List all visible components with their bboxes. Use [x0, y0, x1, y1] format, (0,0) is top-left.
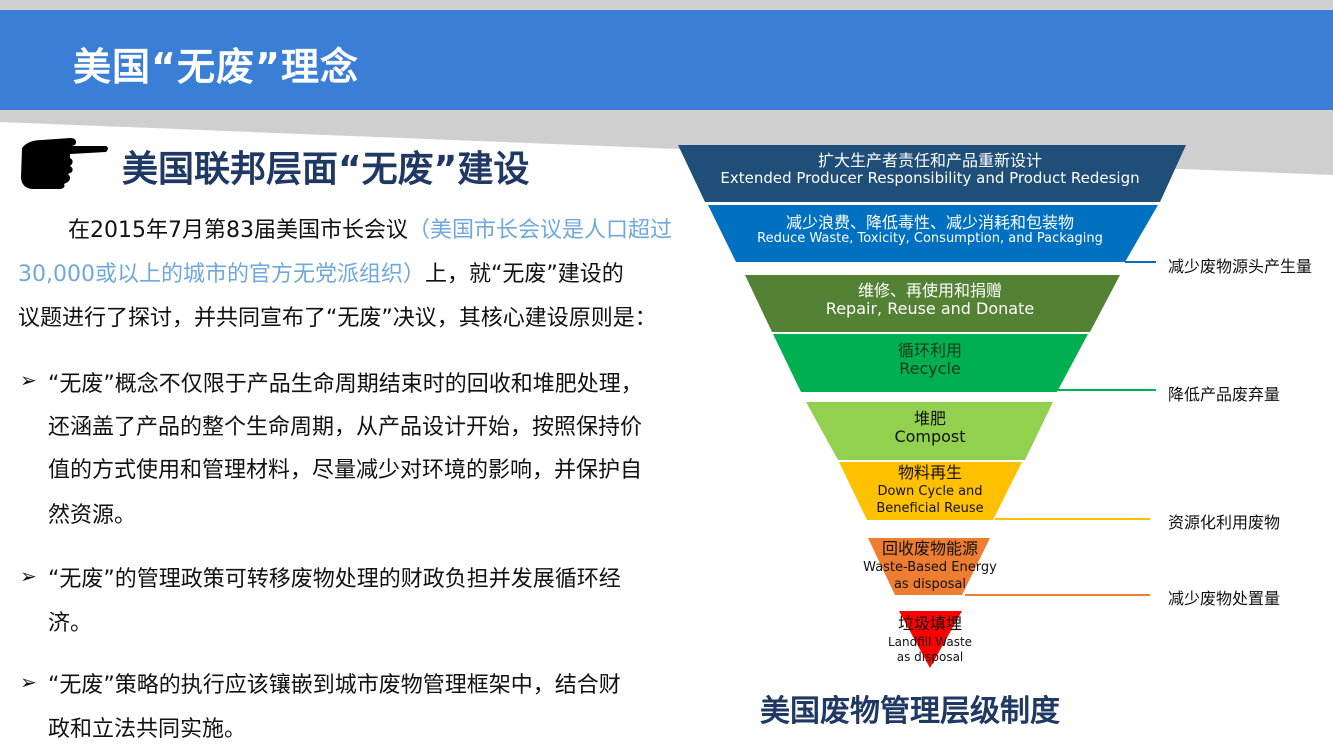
level-en: Compost: [894, 427, 966, 447]
level-zh: 循环利用: [897, 341, 962, 360]
bullet-arrow-icon: ➢: [20, 368, 37, 392]
intro-text: 在2015年7月第83届美国市长会议: [68, 218, 408, 243]
top-gray-strip: [0, 0, 1333, 10]
level-zh: 减少浪费、降低毒性、减少消耗和包装物: [785, 213, 1074, 232]
bullet-3-line: 政和立法共同实施。: [48, 717, 247, 742]
group-label-source-reduction: 减少废物源头产生量: [1168, 257, 1313, 276]
level-en: Down Cycle and Beneficial Reuse: [876, 483, 984, 516]
intro-line-3: 议题进行了探讨，并共同宣布了“无废”决议，其核心建设原则是：: [18, 306, 657, 331]
group-label-reduce-discard: 降低产品废弃量: [1168, 385, 1281, 404]
level-6-band: [839, 462, 1022, 520]
level-en: Repair, Reuse and Donate: [825, 299, 1035, 319]
level-7-label: 回收废物能源 Waste-Based Energy as disposal: [855, 539, 1005, 594]
level-en: Waste-Based Energy as disposal: [863, 559, 997, 592]
level-8-band: [899, 611, 962, 668]
level-4-band: [773, 334, 1088, 392]
level-en: Extended Producer Responsibility and Pro…: [720, 169, 1140, 188]
level-zh: 扩大生产者责任和产品重新设计: [817, 151, 1042, 170]
header-bar: [0, 10, 1333, 110]
level-2-band: [708, 205, 1158, 262]
level-5-label: 堆肥 Compost: [850, 409, 1010, 447]
level-zh: 垃圾填埋: [897, 614, 962, 633]
slide-title: 美国“无废”理念: [73, 45, 359, 89]
group-label-reduce-disposal: 减少废物处置量: [1168, 589, 1281, 608]
bullet-1-line: 还涵盖了产品的整个生命周期，从产品设计开始，按照保持价: [48, 415, 643, 440]
level-3-label: 维修、再使用和捐赠 Repair, Reuse and Donate: [780, 281, 1080, 319]
intro-note: 30,000或以上的城市的官方无党派组织）: [18, 262, 425, 287]
level-1-label: 扩大生产者责任和产品重新设计 Extended Producer Respons…: [700, 151, 1160, 188]
bullet-3-line: “无废”策略的执行应该镶嵌到城市废物管理框架中，结合财: [48, 673, 621, 698]
bullet-arrow-icon: ➢: [20, 564, 37, 588]
level-6-label: 物料再生 Down Cycle and Beneficial Reuse: [850, 463, 1010, 518]
level-7-band: [868, 538, 990, 595]
level-4-label: 循环利用 Recycle: [830, 341, 1030, 379]
bullet-2-line: “无废”的管理政策可转移废物处理的财政负担并发展循环经: [48, 567, 621, 592]
level-zh: 堆肥: [913, 409, 946, 428]
level-en: Reduce Waste, Toxicity, Consumption, and…: [757, 231, 1103, 247]
level-8-label: 垃圾填埋 Landfill Waste as disposal: [880, 614, 980, 666]
bullet-1-line: 值的方式使用和管理材料，尽量减少对环境的影响，并保护自: [48, 458, 643, 483]
level-en: Recycle: [899, 359, 961, 379]
bullet-arrow-icon: ➢: [20, 670, 37, 694]
level-en: Landfill Waste as disposal: [887, 634, 973, 665]
pointing-hand-icon: [21, 138, 108, 189]
intro-note: （美国市长会议是人口超过: [407, 218, 672, 243]
group-label-resource-recovery: 资源化利用废物: [1168, 513, 1281, 532]
intro-line-2: 30,000或以上的城市的官方无党派组织）上，就“无废”建设的: [18, 256, 624, 288]
hierarchy-caption: 美国废物管理层级制度: [760, 694, 1060, 729]
bullet-2-line: 济。: [48, 611, 93, 636]
level-zh: 物料再生: [897, 463, 962, 482]
level-5-band: [806, 402, 1053, 460]
section-heading: 美国联邦层面“无废”建设: [122, 149, 530, 190]
level-1-band: [678, 145, 1186, 202]
intro-line-1: 在2015年7月第83届美国市长会议（美国市长会议是人口超过: [68, 212, 672, 244]
level-zh: 维修、再使用和捐赠: [857, 281, 1002, 300]
bullet-1-line: “无废”概念不仅限于产品生命周期结束时的回收和堆肥处理，: [48, 372, 643, 397]
bullet-1-line: 然资源。: [48, 503, 137, 528]
level-zh: 回收废物能源: [881, 539, 978, 558]
level-3-band: [745, 275, 1120, 332]
level-2-label: 减少浪费、降低毒性、减少消耗和包装物 Reduce Waste, Toxicit…: [730, 213, 1130, 247]
intro-text: 上，就“无废”建设的: [424, 262, 624, 287]
